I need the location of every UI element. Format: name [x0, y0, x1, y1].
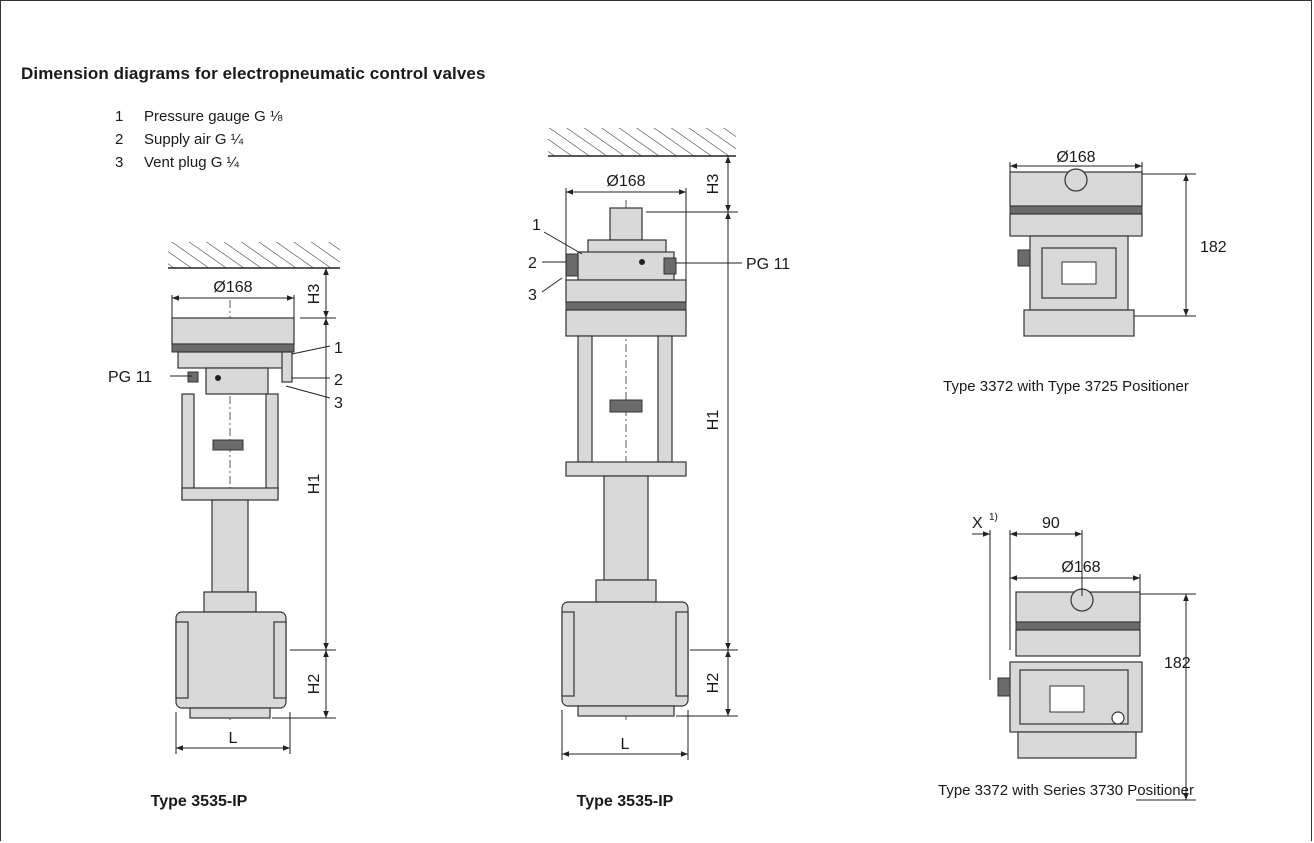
valve-neck: [603, 475, 649, 581]
diameter-label: Ø168: [1061, 559, 1100, 576]
height-h3-label: H3: [306, 284, 323, 305]
height-h3-label: H3: [705, 174, 722, 195]
callout-2: 2: [528, 255, 537, 272]
actuator-flange: [171, 343, 295, 353]
yoke-right: [657, 335, 673, 463]
callout-2: 2: [334, 372, 343, 389]
diagram-1-caption: Type 3535-IP: [151, 793, 248, 810]
height-h1-label: H1: [306, 474, 323, 495]
positioner-body: [577, 251, 675, 281]
ceiling-hatch: [168, 242, 340, 268]
callout-3: 3: [334, 395, 343, 412]
legend-number: 1: [115, 108, 124, 125]
legend-item: 1 Pressure gauge G ⅛: [115, 108, 282, 131]
valve-diagram-2: Ø168 H3 H1 H2 L PG 11 1 2 3 Type 3535-IP: [528, 128, 790, 810]
valve-body: [561, 601, 689, 707]
top-fitting: [609, 207, 643, 241]
length-l-label: L: [621, 736, 630, 753]
page-title: Dimension diagrams for electropneumatic …: [21, 64, 486, 83]
legend-list: 1 Pressure gauge G ⅛ 2 Supply air G ¼ 3 Ven…: [115, 108, 282, 177]
valve-diagram-4: X 1) 90 Ø168 182 Type 3372 with Series 3…: [938, 512, 1196, 801]
valve-body: [175, 611, 287, 709]
cable-gland: [997, 677, 1011, 697]
diameter-label: Ø168: [213, 279, 252, 296]
pg11-label: PG 11: [746, 256, 790, 273]
actuator-housing: [565, 279, 687, 303]
length-l-label: L: [229, 730, 238, 747]
legend-text: Supply air G ¼: [144, 131, 244, 148]
pg11-label: PG 11: [108, 369, 152, 386]
legend-item: 3 Vent plug G ¼: [115, 154, 282, 177]
yoke-right: [265, 393, 279, 499]
cable-gland: [187, 371, 199, 383]
legend-number: 2: [115, 131, 124, 148]
callout-1: 1: [334, 340, 343, 357]
diameter-label: Ø168: [606, 173, 645, 190]
valve-diagram-1: Ø168 H3 H1 H2 L PG 11 1 2 3 Type 3535-IP: [108, 242, 343, 810]
x-footnote: 1): [989, 512, 998, 523]
height-label: 182: [1200, 239, 1227, 256]
callout-3: 3: [528, 287, 537, 304]
stem-connector: [609, 399, 643, 413]
actuator-flange: [1015, 621, 1141, 631]
actuator-housing: [171, 317, 295, 345]
diameter-label: Ø168: [1056, 149, 1095, 166]
height-h2-label: H2: [306, 674, 323, 695]
valve-diagram-3: Ø168 182 Type 3372 with Type 3725 Positi…: [943, 149, 1227, 395]
height-h2-label: H2: [705, 673, 722, 694]
supply-port: [565, 253, 579, 277]
diagram-4-caption: Type 3372 with Series 3730 Positioner: [938, 782, 1194, 799]
positioner-body: [205, 367, 269, 395]
legend-item: 2 Supply air G ¼: [115, 131, 282, 154]
actuator-flange: [1009, 205, 1143, 215]
offset-label: 90: [1042, 515, 1060, 532]
legend-number: 3: [115, 154, 124, 171]
x-label: X: [972, 515, 983, 532]
stem-connector: [212, 439, 244, 451]
yoke-left: [181, 393, 195, 499]
callout-1: 1: [532, 217, 541, 234]
cable-gland: [1017, 249, 1031, 267]
legend-text: Pressure gauge G ⅛: [144, 108, 283, 125]
valve-neck: [211, 499, 249, 593]
ceiling-hatch: [548, 128, 736, 156]
diagram-3-caption: Type 3372 with Type 3725 Positioner: [943, 378, 1189, 395]
legend-text: Vent plug G ¼: [144, 154, 240, 171]
cable-gland: [663, 257, 677, 275]
yoke-left: [577, 335, 593, 463]
height-label: 182: [1164, 655, 1191, 672]
diagram-2-caption: Type 3535-IP: [577, 793, 674, 810]
height-h1-label: H1: [705, 410, 722, 431]
actuator-flange: [565, 301, 687, 311]
